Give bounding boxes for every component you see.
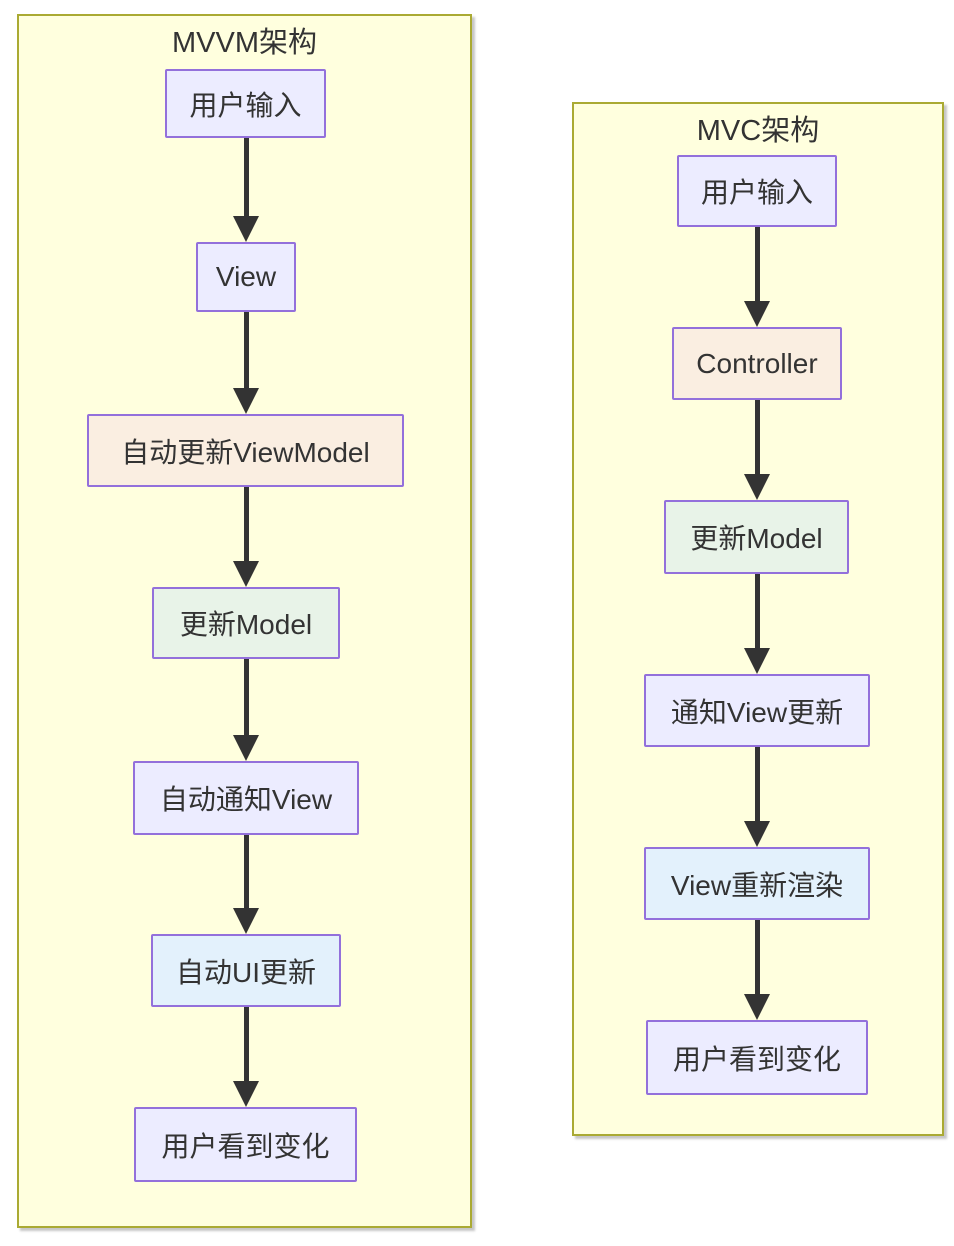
flow-node-mvc-view-rerender: View重新渲染 — [644, 847, 870, 920]
arrow-head-icon — [744, 994, 770, 1020]
flow-node-mvvm-view: View — [196, 242, 296, 312]
flow-node-mvvm-user-input: 用户输入 — [165, 69, 326, 138]
cluster-mvc-title: MVC架构 — [696, 115, 820, 147]
arrow-shaft — [754, 400, 760, 474]
arrow-shaft — [243, 659, 249, 735]
arrow-shaft — [754, 574, 760, 648]
flow-node-mvvm-user-sees-change: 用户看到变化 — [134, 1107, 357, 1182]
flow-node-mvc-user-input: 用户输入 — [677, 155, 837, 227]
arrow-down-icon — [231, 1007, 261, 1107]
arrow-shaft — [243, 312, 249, 388]
arrow-head-icon — [744, 821, 770, 847]
arrow-shaft — [243, 138, 249, 216]
flow-node-mvc-controller: Controller — [672, 327, 842, 400]
arrow-down-icon — [231, 138, 261, 242]
cluster-mvc: MVC架构 用户输入 Controller 更新Model 通知View更新 V… — [572, 102, 944, 1136]
cluster-mvvm: MVVM架构 用户输入 View 自动更新ViewModel 更新Model 自… — [17, 14, 472, 1228]
arrow-down-icon — [742, 920, 772, 1020]
arrow-shaft — [243, 1007, 249, 1081]
arrow-down-icon — [742, 227, 772, 327]
arrow-shaft — [754, 920, 760, 994]
arrow-shaft — [243, 835, 249, 908]
flow-node-mvvm-ui-update: 自动UI更新 — [151, 934, 341, 1007]
arrow-down-icon — [231, 487, 261, 587]
arrow-head-icon — [233, 1081, 259, 1107]
arrow-down-icon — [231, 312, 261, 414]
arrow-shaft — [754, 227, 760, 301]
arrow-shaft — [754, 747, 760, 821]
flow-node-mvvm-update-viewmodel: 自动更新ViewModel — [87, 414, 404, 487]
arrow-down-icon — [742, 400, 772, 500]
arrow-down-icon — [742, 747, 772, 847]
arrow-head-icon — [233, 216, 259, 242]
arrow-head-icon — [744, 301, 770, 327]
flow-node-mvvm-update-model: 更新Model — [152, 587, 340, 659]
arrow-head-icon — [233, 561, 259, 587]
flow-node-mvc-user-sees-change: 用户看到变化 — [646, 1020, 868, 1095]
arrow-shaft — [243, 487, 249, 561]
arrow-head-icon — [233, 388, 259, 414]
arrow-down-icon — [742, 574, 772, 674]
flow-node-mvvm-notify-view: 自动通知View — [133, 761, 359, 835]
arrow-head-icon — [744, 648, 770, 674]
arrow-head-icon — [233, 735, 259, 761]
arrow-down-icon — [231, 659, 261, 761]
flow-node-mvc-notify-view: 通知View更新 — [644, 674, 870, 747]
arrow-head-icon — [744, 474, 770, 500]
arrow-down-icon — [231, 835, 261, 934]
flow-node-mvc-update-model: 更新Model — [664, 500, 849, 574]
arrow-head-icon — [233, 908, 259, 934]
cluster-mvvm-title: MVVM架构 — [171, 27, 317, 59]
